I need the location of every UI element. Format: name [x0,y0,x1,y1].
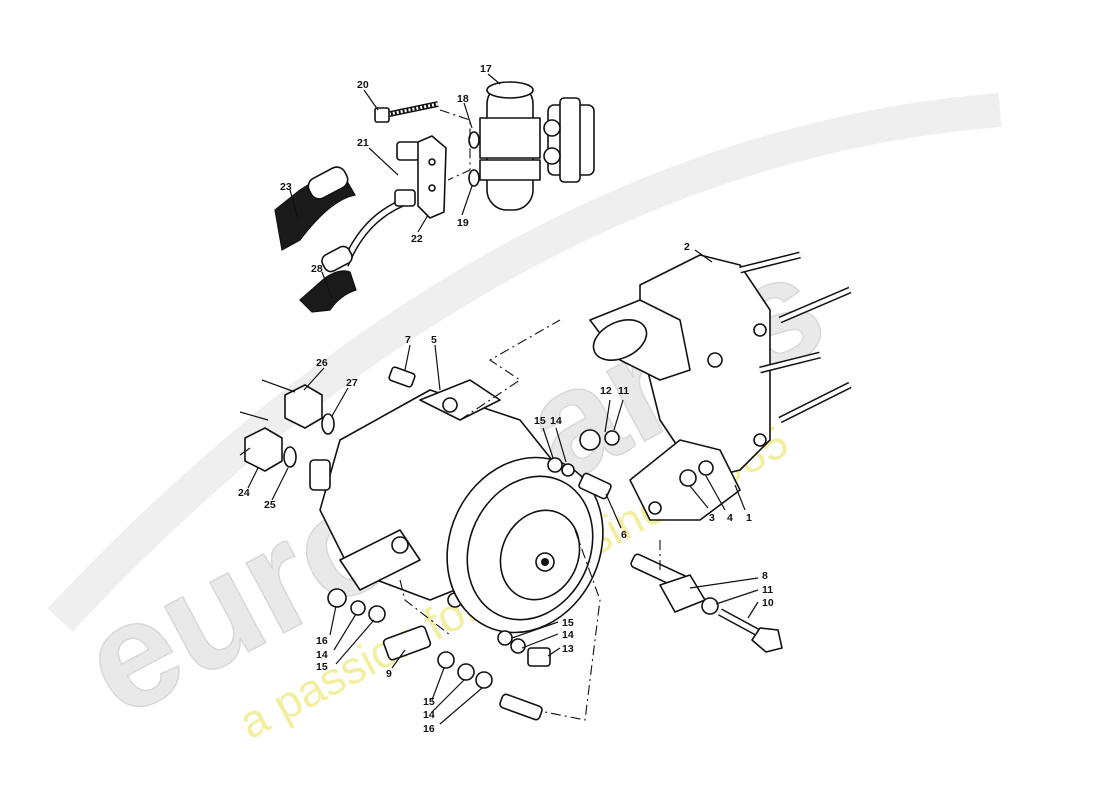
callout-16-left: 16 [316,635,328,647]
callout-9: 9 [386,668,392,680]
pipe-nuts [239,379,335,472]
callout-15-right: 15 [562,617,574,629]
nut-12 [579,429,601,451]
o-ring-25 [283,446,297,468]
mounting-bracket-2 [589,251,852,521]
callout-25: 25 [264,499,276,511]
callout-26: 26 [316,357,328,369]
hardware [327,366,783,721]
callout-28: 28 [311,263,323,275]
bolt-20 [374,107,390,123]
bolt-10 [751,627,783,653]
callout-8: 8 [762,570,768,582]
bolt-7 [388,366,416,388]
callout-2: 2 [684,241,690,253]
compressor [309,379,604,634]
dash-leaders [399,319,661,721]
callout-5: 5 [431,334,437,346]
o-ring-18 [468,131,480,149]
callout-leaders [247,73,759,725]
spacer-6 [578,472,612,500]
washer-11b [701,597,719,615]
hose-28 [299,270,357,313]
callout-16-bottom: 16 [423,723,435,735]
callout-10: 10 [762,597,774,609]
callout-19: 19 [457,217,469,229]
o-ring-27 [321,413,335,435]
spacer-9 [382,625,432,661]
nut-26 [284,384,323,429]
callout-11-lower: 11 [762,584,773,596]
callout-15-bottom: 15 [423,696,435,708]
callout-4: 4 [727,512,733,524]
callout-6: 6 [621,529,627,541]
bolt-13 [527,647,551,667]
callout-27: 27 [346,377,358,389]
callout-20: 20 [357,79,369,91]
callout-1: 1 [746,512,752,524]
callout-17: 17 [480,63,492,75]
callout-18: 18 [457,93,469,105]
callout-15-upper: 15 [534,415,546,427]
callout-23: 23 [280,181,292,193]
callout-14-upper: 14 [550,415,562,427]
callout-24: 24 [238,487,250,499]
bracket-22 [417,135,447,219]
callout-12: 12 [600,385,612,397]
washer-11 [604,430,620,446]
callout-21: 21 [357,137,369,149]
callout-14-bottom: 14 [423,709,435,721]
callout-14-right: 14 [562,629,574,641]
watermark-swoosh [47,93,1002,632]
o-ring-19 [468,169,480,187]
callout-13: 13 [562,643,574,655]
callout-11-upper: 11 [618,385,629,397]
receiver-drier-assembly [274,81,595,313]
callout-7: 7 [405,334,411,346]
callout-3: 3 [709,512,715,524]
nut-24 [244,427,283,472]
nut-16 [327,588,347,608]
callout-22: 22 [411,233,423,245]
fitting-21 [396,141,420,161]
callout-labels: 1 2 3 4 5 6 7 8 9 10 11 11 12 13 14 14 1… [238,63,774,735]
callout-15-left: 15 [316,661,328,673]
callout-14-left: 14 [316,649,328,661]
